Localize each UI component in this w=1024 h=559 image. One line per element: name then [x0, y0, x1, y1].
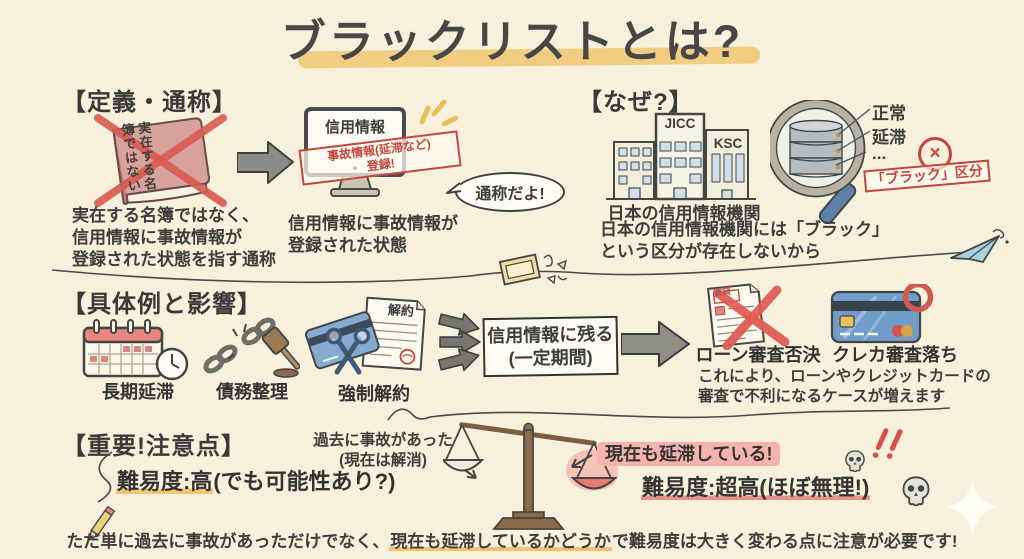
footnote: ただ単に過去に事故があっただけでなく、現在も延滞しているかどうかで難易度は大きく…	[52, 527, 972, 552]
big-arrow-right-icon	[621, 321, 690, 367]
current-case-arrow-icon	[571, 454, 593, 468]
speech-bubble: 通称だよ!	[455, 172, 565, 212]
past-difficulty-highlight: 難易度:高	[116, 469, 214, 494]
speech-bubble-text: 通称だよ!	[475, 186, 545, 203]
current-case-label: 現在も延滞している!	[597, 440, 781, 466]
speech-bubble-tail	[446, 182, 462, 194]
result-box: 信用情報に残る (一定期間)	[482, 315, 619, 378]
outcome-card-label: クレカ審査落ち	[832, 345, 958, 365]
past-difficulty: 難易度:高(でも可能性あり?)	[116, 464, 395, 496]
arrow-right-icon	[237, 141, 294, 184]
cancel-doc-title: 解約	[387, 302, 415, 319]
buildings-caption: 日本の信用情報機関	[607, 204, 761, 223]
exclamation-marks-icon	[872, 428, 903, 459]
current-difficulty: 難易度:超高(ほぼ無理!)	[641, 470, 871, 502]
caution-heading: 【重要!注意点】	[62, 433, 246, 460]
past-case-label: 過去に事故があった (現在は解消)	[313, 432, 453, 470]
credit-bureau-buildings-icon	[606, 112, 756, 201]
pencil-doodle-icon	[88, 451, 116, 542]
current-case-text: 現在も延滞している!	[597, 442, 781, 466]
why-caption: 日本の信用情報機関には「ブラック」 という区分が存在しないから	[600, 220, 889, 262]
db-label-more: ...	[872, 144, 887, 163]
outcome-loan-label: ローン審査否決	[695, 345, 821, 365]
skull-small-icon	[845, 450, 865, 472]
rejected-loan-doc-icon	[707, 283, 790, 350]
calendar-clock-icon	[82, 319, 189, 381]
definition-heading: 【定義・通称】	[62, 89, 237, 116]
building-label-ksc: KSC	[713, 136, 743, 151]
card-scissors-cancel-icon	[305, 296, 426, 375]
db-label-late: 延滞	[872, 128, 906, 147]
footnote-highlight: 現在も延滞しているかどうか	[389, 532, 612, 551]
paper-plane-icon	[950, 229, 1009, 263]
page-title: ブラックリストとは?	[280, 16, 744, 67]
monitor-caption: 信用情報に事故情報が 登録された状態	[288, 214, 458, 256]
building-label-jicc: JICC	[664, 116, 696, 131]
sparkle-icon	[947, 480, 998, 536]
envelope-doodle-icon	[498, 253, 568, 286]
footnote-pre: ただ単に過去に事故があっただけでなく、	[66, 532, 390, 551]
cause-cancel-label: 強制解約	[338, 384, 410, 404]
loan-doc-title: 賃貸	[712, 285, 732, 299]
cause-debt-label: 債務整理	[216, 382, 288, 402]
cause-late-label: 長期延滞	[102, 382, 174, 402]
book-caption: 実在する名簿ではなく、 信用情報に事故情報が 登録された状態を指す通称	[72, 206, 276, 270]
crossed-book-icon	[94, 114, 227, 207]
emphasis-dashes-icon	[419, 99, 458, 126]
examples-caption: これにより、ローンやクレジットカードの 審査で不利になるケースが増えます	[698, 368, 991, 406]
magnifier-database-icon	[770, 100, 871, 225]
monitor-title: 信用情報	[324, 119, 385, 136]
converging-arrows-icon	[438, 312, 481, 372]
blocked-credit-card-icon	[830, 284, 934, 344]
past-difficulty-rest: (でも可能性あり?)	[213, 469, 396, 494]
why-heading: 【なぜ?】	[578, 89, 694, 116]
skull-large-icon	[902, 476, 930, 506]
footnote-post: で難易度は大きく変わる点に注意が必要です!	[611, 532, 958, 551]
examples-heading: 【具体例と影響】	[62, 291, 262, 318]
db-label-normal: 正常	[872, 104, 906, 123]
divider-wave-bottom	[387, 407, 951, 421]
broken-chain-gavel-icon	[203, 317, 300, 378]
current-difficulty-text: 難易度:超高(ほぼ無理!)	[641, 475, 871, 500]
